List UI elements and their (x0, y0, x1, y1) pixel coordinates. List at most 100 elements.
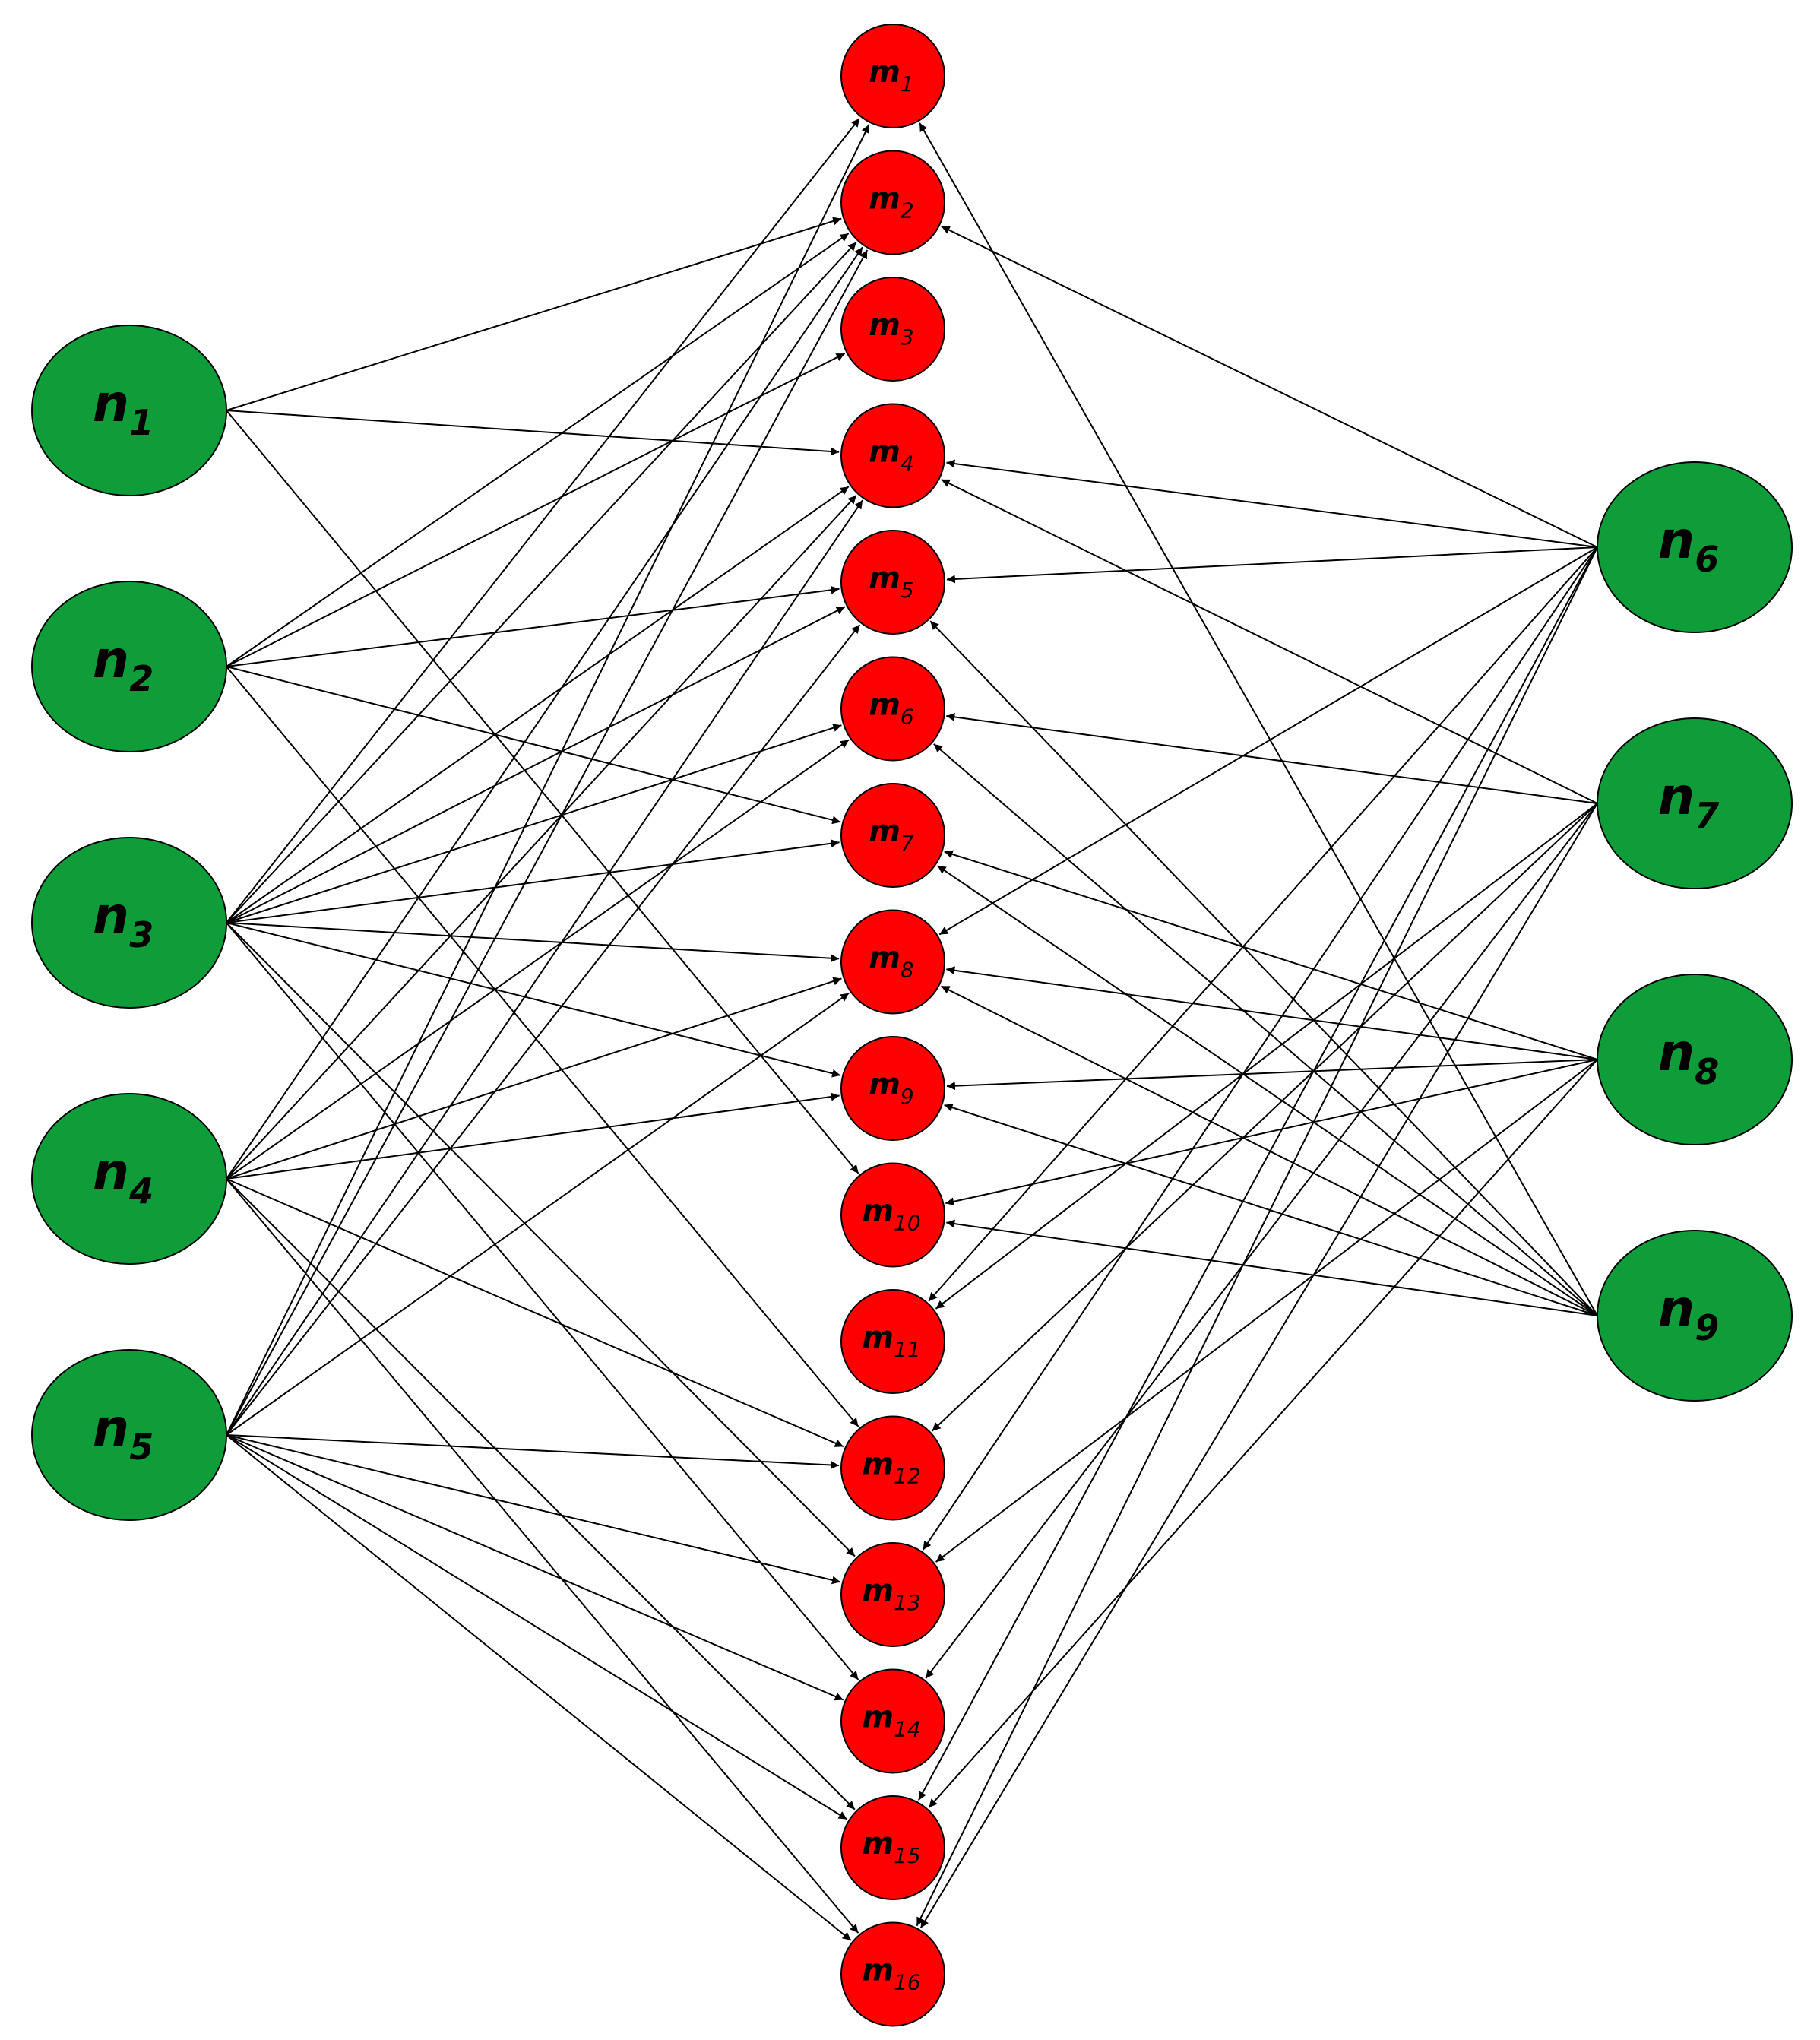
edge-n5-m13 (226, 1434, 841, 1585)
node-label-base: m (862, 1447, 894, 1482)
node-m6-circle (840, 656, 945, 762)
node-label-subscript: 8 (901, 958, 914, 983)
node-m14-circle (840, 1668, 945, 1774)
node-m8: m8 (840, 909, 945, 1015)
node-label-base: m (862, 1194, 894, 1229)
edge-n9-m8 (941, 985, 1598, 1316)
node-label-subscript: 12 (894, 1464, 921, 1489)
node-label-base: m (869, 182, 901, 217)
edge-n6-m13 (922, 546, 1598, 1551)
node-n1-circle (31, 325, 227, 496)
node-label-subscript: 2 (129, 658, 154, 699)
node-m13: m13 (840, 1542, 945, 1647)
node-m4-circle (840, 403, 945, 508)
node-m14: m14 (840, 1668, 945, 1774)
edge-n1-m2 (226, 217, 842, 411)
node-m6: m6 (840, 656, 945, 762)
edge-n4-m16 (226, 1178, 859, 1934)
edge-n8-m10 (945, 1059, 1598, 1206)
edge-n6-m8 (938, 546, 1598, 936)
node-label-base: n (93, 886, 129, 946)
node-n6-circle (1597, 461, 1793, 633)
node-label-subscript: 5 (129, 1427, 154, 1468)
node-label-base: m (862, 1573, 894, 1608)
node-label-subscript: 9 (901, 1084, 914, 1109)
node-m11-label: m11 (862, 1320, 920, 1362)
node-label-subscript: 1 (901, 71, 914, 97)
edge-n4-m2 (226, 246, 863, 1180)
node-label-subscript: 8 (1695, 1051, 1719, 1092)
node-m2-label: m2 (869, 182, 914, 223)
edge-n4-m9 (226, 1092, 840, 1180)
node-m15-label: m15 (862, 1826, 920, 1868)
node-label-base: m (862, 1953, 894, 1988)
node-label-base: m (869, 561, 901, 596)
edge-n6-m11 (928, 546, 1598, 1302)
node-m7: m7 (840, 783, 945, 888)
edge-n7-m6 (946, 712, 1598, 804)
edge-n5-m14 (226, 1434, 844, 1701)
edge-n5-m8 (226, 992, 850, 1436)
edge-n8-m8 (946, 966, 1598, 1060)
edge-n5-m1 (226, 124, 870, 1436)
edge-n6-m4 (946, 459, 1598, 548)
node-label-base: m (869, 55, 901, 90)
node-m10-circle (840, 1162, 945, 1268)
node-label-base: n (93, 374, 129, 434)
node-n8-circle (1597, 974, 1793, 1145)
node-label-base: n (93, 1142, 129, 1202)
node-label-subscript: 16 (894, 1970, 921, 1995)
node-label-base: m (862, 1826, 894, 1861)
edge-n6-m2 (941, 225, 1598, 548)
node-label-base: m (869, 308, 901, 343)
node-m4: m4 (840, 403, 945, 508)
edge-n3-m2 (226, 241, 857, 923)
edge-n3-m14 (226, 922, 859, 1680)
node-m11-circle (840, 1289, 945, 1394)
node-n3-label: n3 (93, 886, 154, 955)
node-n9: n9 (1597, 1230, 1793, 1402)
node-n6-label: n6 (1658, 511, 1719, 580)
node-label-subscript: 1 (129, 402, 154, 443)
node-m3: m3 (840, 277, 945, 382)
node-n7-label: n7 (1658, 767, 1719, 836)
node-m4-label: m4 (869, 435, 914, 477)
node-label-subscript: 10 (894, 1211, 921, 1236)
node-m16: m16 (840, 1921, 945, 2027)
node-n5-label: n5 (93, 1399, 154, 1468)
node-n3-circle (31, 837, 227, 1009)
node-n9-label: n9 (1658, 1279, 1719, 1348)
node-m9: m9 (840, 1036, 945, 1141)
node-label-base: m (862, 1320, 894, 1355)
node-m13-label: m13 (862, 1573, 920, 1615)
node-m15-circle (840, 1795, 945, 1900)
node-label-base: m (862, 1700, 894, 1735)
edge-n5-m5 (226, 624, 861, 1436)
node-m7-label: m7 (869, 814, 914, 856)
edge-n2-m5 (226, 585, 840, 667)
node-label-subscript: 6 (1695, 539, 1719, 580)
node-m2-circle (840, 150, 945, 255)
node-m14-label: m14 (862, 1700, 920, 1742)
edge-n7-m16 (919, 803, 1598, 1929)
node-m3-circle (840, 277, 945, 382)
node-label-base: m (869, 1067, 901, 1102)
edge-n3-m1 (226, 118, 860, 923)
edge-n3-m5 (226, 606, 846, 923)
edge-n5-m15 (226, 1434, 848, 1820)
node-m2: m2 (840, 150, 945, 255)
edge-n6-m5 (946, 546, 1598, 584)
node-m1-label: m1 (869, 55, 914, 97)
node-label-subscript: 4 (901, 451, 914, 477)
edge-n7-m4 (941, 479, 1598, 804)
node-label-subscript: 7 (901, 831, 914, 856)
edge-n3-m8 (226, 922, 840, 963)
node-n2: n2 (31, 581, 227, 752)
edge-n8-m7 (944, 850, 1598, 1060)
edge-n5-m16 (226, 1434, 852, 1941)
node-n1: n1 (31, 325, 227, 496)
node-m9-circle (840, 1036, 945, 1141)
node-m5: m5 (840, 530, 945, 635)
node-m6-label: m6 (869, 688, 914, 730)
edge-n3-m4 (226, 486, 850, 923)
